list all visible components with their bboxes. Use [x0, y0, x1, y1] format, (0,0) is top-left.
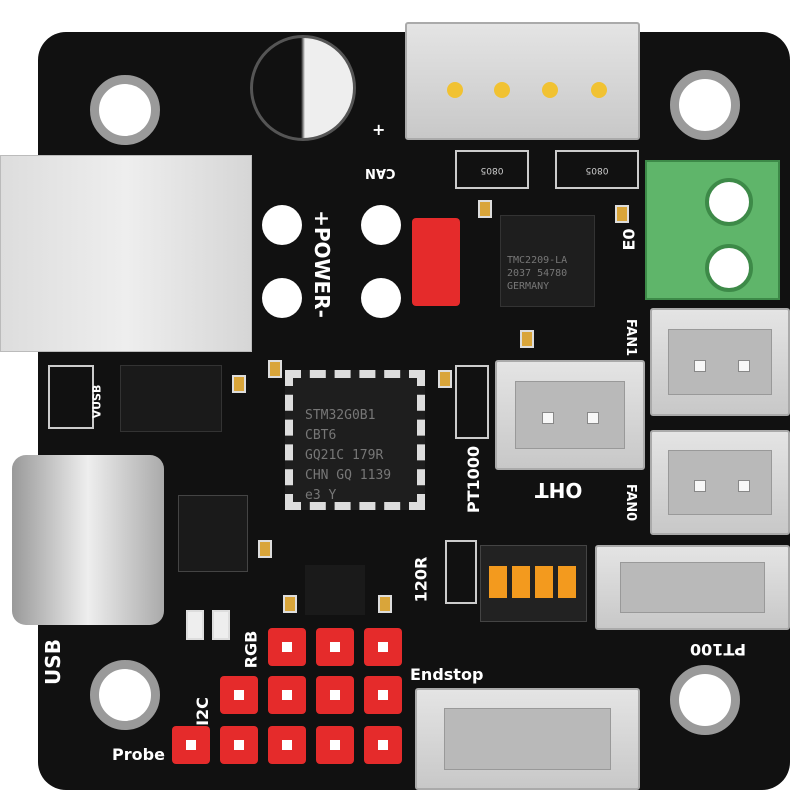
- can-connector[interactable]: [405, 22, 640, 140]
- vusb-jumper-pins[interactable]: [48, 365, 94, 429]
- dip-switch[interactable]: [480, 545, 587, 622]
- smd-component: [268, 360, 282, 378]
- probe-header-pin[interactable]: [220, 726, 258, 764]
- usb-c-port[interactable]: [12, 455, 164, 625]
- e0-label: E0: [619, 228, 639, 251]
- i2c-header-pin[interactable]: [220, 676, 258, 714]
- e0-terminal[interactable]: [645, 160, 780, 300]
- pt100-connector[interactable]: [595, 545, 790, 630]
- rgb-header-pin[interactable]: [364, 628, 402, 666]
- ic: [120, 365, 222, 432]
- 120r-jumper-pins[interactable]: [445, 540, 477, 604]
- endstop-label: Endstop: [410, 665, 484, 684]
- fan1-connector[interactable]: [650, 308, 790, 416]
- smd-component: [378, 595, 392, 613]
- i2c-header-pin[interactable]: [364, 676, 402, 714]
- smd-component: [232, 375, 246, 393]
- probe-header-pin[interactable]: [364, 726, 402, 764]
- smd-component: [283, 595, 297, 613]
- endstop-connector[interactable]: [415, 688, 640, 790]
- pt100-label: PT100: [690, 640, 747, 659]
- fan1-label: FAN1: [623, 318, 639, 357]
- power-terminal-hole: [262, 278, 302, 318]
- i2c-header-pin[interactable]: [268, 676, 306, 714]
- smd-component: [615, 205, 629, 223]
- led: [186, 610, 204, 640]
- rgb-header-pin[interactable]: [268, 628, 306, 666]
- 120r-label: 120R: [411, 556, 431, 603]
- mounting-hole: [670, 70, 740, 140]
- oht-connector[interactable]: [495, 360, 645, 470]
- rj-connector: [0, 155, 252, 352]
- mounting-hole: [670, 665, 740, 735]
- i2c-label: I2C: [192, 697, 212, 726]
- rgb-header-pin[interactable]: [316, 628, 354, 666]
- ic: [178, 495, 248, 572]
- resistor-label: 0805: [455, 150, 529, 189]
- probe-header-pin[interactable]: [316, 726, 354, 764]
- pt1000-label: PT1000: [464, 445, 484, 514]
- can-label: CAN: [365, 165, 396, 180]
- probe-header-pin[interactable]: [268, 726, 306, 764]
- mounting-hole: [90, 75, 160, 145]
- rgb-label: RGB: [241, 630, 261, 669]
- oht-label: OHT: [535, 478, 583, 502]
- probe-label: Probe: [112, 745, 165, 764]
- mounting-hole: [90, 660, 160, 730]
- can-terminal-hole: [361, 205, 401, 245]
- usb-label: USB: [40, 639, 65, 685]
- fan0-connector[interactable]: [650, 430, 790, 535]
- vusb-label: VUSB: [90, 384, 104, 419]
- pt1000-jumper-pins[interactable]: [455, 365, 489, 439]
- i2c-header-pin[interactable]: [316, 676, 354, 714]
- smd-component: [478, 200, 492, 218]
- resistor-label: 0805: [555, 150, 639, 189]
- fan0-label: FAN0: [623, 483, 639, 522]
- capacitor: [250, 35, 356, 141]
- probe-header-pin[interactable]: [172, 726, 210, 764]
- led: [212, 610, 230, 640]
- can-terminal-hole: [361, 278, 401, 318]
- smd-component: [258, 540, 272, 558]
- can-jumper[interactable]: [412, 218, 460, 306]
- power-label: +POWER-: [309, 210, 334, 318]
- capacitor-plus-label: +: [372, 120, 386, 139]
- ic: [305, 565, 365, 615]
- smd-component: [520, 330, 534, 348]
- smd-component: [438, 370, 452, 388]
- power-terminal-hole: [262, 205, 302, 245]
